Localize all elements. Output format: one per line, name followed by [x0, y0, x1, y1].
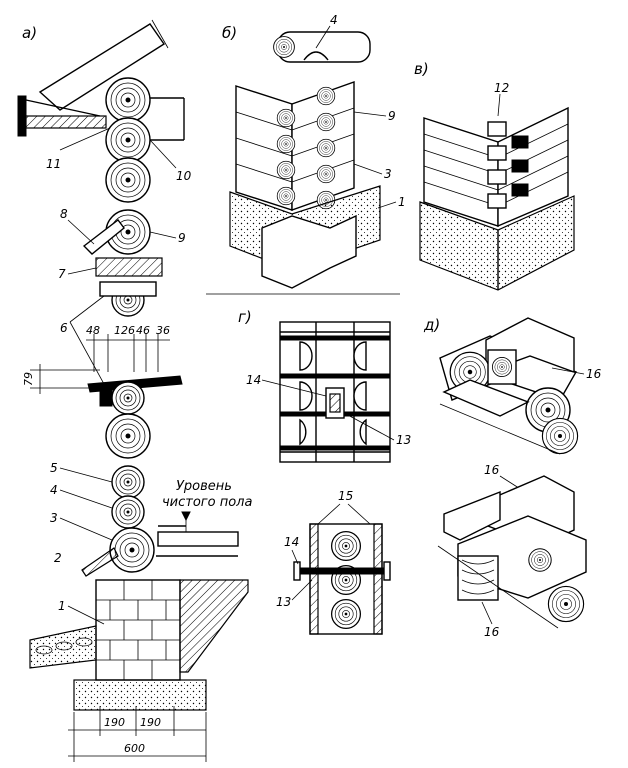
label-1: 1 [58, 599, 66, 613]
paw-joint [487, 121, 507, 137]
panel-label-d: д) [423, 316, 440, 334]
label-5: 5 [50, 461, 58, 475]
label-7: 7 [58, 267, 66, 281]
dim-36: 36 [156, 324, 170, 337]
label-12: 12 [494, 81, 509, 95]
bracket-plate [17, 95, 27, 137]
label-3-b: 3 [384, 167, 392, 181]
blind-area [29, 625, 97, 669]
label-8: 8 [60, 207, 68, 221]
label-9-b: 9 [388, 109, 396, 123]
dim-190-right: 190 [140, 716, 161, 729]
beam-end-face [457, 555, 499, 601]
rafter [38, 23, 165, 111]
panel-b-corner-in-bowl: б) 4 9 [206, 13, 406, 295]
label-14-g: 14 [246, 373, 261, 387]
label-13-g: 13 [396, 433, 411, 447]
dim-190-left: 190 [104, 716, 125, 729]
dim-126: 126 [114, 324, 135, 337]
label-13-g2: 13 [276, 595, 291, 609]
flashing [82, 219, 125, 255]
panel-label-a: а) [22, 24, 37, 42]
label-16-d3: 16 [484, 625, 500, 639]
window-box [95, 257, 163, 277]
cornice-board [25, 115, 107, 129]
panel-d-log-joints: д) 16 16 16 [423, 316, 602, 639]
panel-v-corner-in-paw: в) 12 [414, 60, 575, 291]
label-14-g2: 14 [284, 535, 299, 549]
dim-46: 46 [136, 324, 150, 337]
label-4: 4 [50, 483, 58, 497]
dim-600: 600 [124, 742, 145, 755]
floor-level-caption-line2: чистого пола [162, 495, 252, 510]
panel-label-v: в) [414, 60, 429, 78]
floor-level-caption-line1: Уровень [176, 479, 232, 494]
label-6: 6 [60, 321, 68, 335]
label-16-d1: 16 [586, 367, 602, 381]
drip-board [81, 547, 119, 577]
label-2: 2 [54, 551, 62, 565]
panel-g-partition-junction: г) 14 13 15 [238, 308, 411, 635]
floor-boards [157, 531, 239, 547]
label-15: 15 [338, 489, 353, 503]
label-16-d2: 16 [484, 463, 500, 477]
dim-79: 79 [22, 372, 35, 386]
footing [73, 679, 207, 711]
corner-logs [235, 81, 355, 211]
brick-plinth [95, 579, 181, 681]
panel-label-b: б) [222, 24, 237, 42]
panel-a-eave-section: а) 11 10 8 9 7 6 [17, 19, 252, 762]
label-4-b: 4 [330, 13, 338, 27]
label-1-b: 1 [398, 195, 406, 209]
label-9: 9 [178, 231, 186, 245]
dim-48: 48 [86, 324, 100, 337]
label-11: 11 [46, 157, 61, 171]
label-10: 10 [176, 169, 192, 183]
label-3: 3 [50, 511, 58, 525]
bolt [295, 567, 391, 575]
backfill [179, 579, 249, 673]
panel-label-g: г) [238, 308, 252, 326]
corner-plinth [261, 214, 357, 289]
